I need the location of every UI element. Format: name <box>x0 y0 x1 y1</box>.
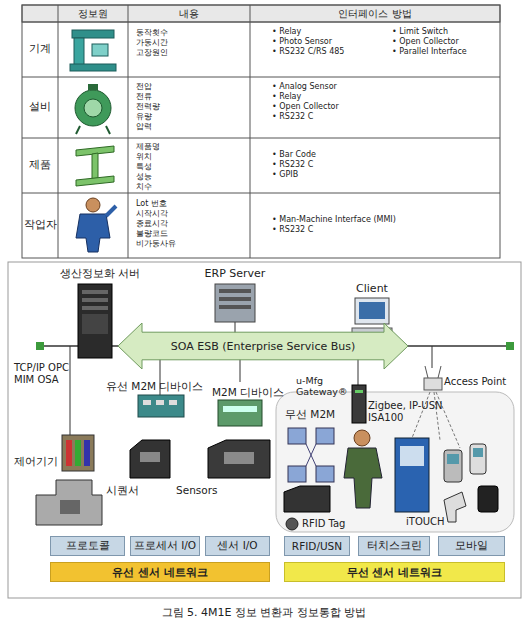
table-cell: 동작횟수 <box>136 28 168 37</box>
table-cell: • GPIB <box>272 170 298 179</box>
table-cell: • Relay <box>272 92 301 101</box>
table-cell: • RS232 C/RS 485 <box>272 47 344 56</box>
product-icon <box>76 146 114 186</box>
table-cell: 특성 <box>136 162 152 171</box>
wired-m2m-device-icon <box>130 395 184 478</box>
protocol-label: TCP/IP OPC MIM OSA <box>14 362 86 385</box>
device-label: 무선 M2M <box>285 408 335 420</box>
table-cell: 종료시각 <box>136 219 168 228</box>
node-text: 프로토콜 <box>66 539 110 553</box>
layer-box: 프로세서 I/O <box>130 536 200 556</box>
table-cell: 압력 <box>136 122 152 131</box>
layer-box: RFID/USN <box>284 536 350 556</box>
row-label: 기계 <box>29 43 51 56</box>
device-label: Sensors <box>176 484 217 496</box>
touch-kiosk-icon <box>395 438 429 512</box>
server-icon <box>78 284 112 358</box>
field-worker-icon <box>344 430 382 508</box>
layer-box: 모바일 <box>438 536 505 556</box>
device-label: Access Point <box>444 376 506 388</box>
table-cell: 제품명 <box>136 142 160 151</box>
table-cell: • Open Collector <box>392 37 459 46</box>
table-cell: • RS232 C <box>272 160 313 169</box>
table-cell: • RS232 C <box>272 225 313 234</box>
device-label: Client <box>356 283 388 296</box>
mobile-icons <box>444 444 498 522</box>
table-cell: • Bar Code <box>272 150 316 159</box>
node-text: 모바일 <box>455 539 488 553</box>
controller-icon <box>36 435 102 525</box>
table-cell: • Open Collector <box>272 102 339 111</box>
figure-caption: 그림 5. 4M1E 정보 변환과 정보통합 방법 <box>162 607 367 620</box>
figure-frame <box>8 262 521 598</box>
table-cell: • Analog Sensor <box>272 82 337 91</box>
table-cell: 성능 <box>136 172 152 181</box>
table-cell: 전력량 <box>136 102 160 111</box>
worker-icon <box>76 198 116 252</box>
row-label: 작업자 <box>24 219 57 232</box>
table-cell: 전류 <box>136 92 152 101</box>
table-cell: 고장원인 <box>136 48 168 57</box>
table-cell: • Photo Sensor <box>272 37 332 46</box>
node-text: 센서 I/O <box>217 539 257 553</box>
table-cell: • Relay <box>272 27 301 36</box>
table-cell: 시작시각 <box>136 209 168 218</box>
rfid-tag-icon <box>286 518 298 530</box>
node-text: 유선 센서 네트워크 <box>112 565 208 580</box>
layer-box: 프로토콜 <box>50 536 125 556</box>
device-label: M2M 디바이스 <box>212 386 284 398</box>
device-label: u-Mfg Gateway® <box>296 376 350 398</box>
table-cell: • Limit Switch <box>392 27 448 36</box>
wireless-region <box>276 392 514 532</box>
device-label: RFID Tag <box>302 518 345 530</box>
machine-icon <box>70 30 116 71</box>
network-band: 유선 센서 네트워크 <box>50 562 270 582</box>
node-text: 무선 센서 네트워크 <box>347 565 443 580</box>
device-label: ERP Server <box>205 268 266 281</box>
erp-server-icon <box>215 284 255 322</box>
access-point-icon <box>424 366 442 390</box>
table-cell: 가동시간 <box>136 38 168 47</box>
header-cell: 정보원 <box>78 8 108 20</box>
table-cell: 비가동사유 <box>136 239 176 248</box>
device-label: 제어기기 <box>14 455 58 467</box>
header-cell: 내용 <box>179 8 199 20</box>
table-cell: 위치 <box>136 152 152 161</box>
layer-box: 터치스크린 <box>358 536 430 556</box>
equipment-icon <box>75 84 111 134</box>
row-label: 설비 <box>29 101 51 114</box>
table-cell: • Parallel Interface <box>392 47 467 56</box>
table-cell: 전압 <box>136 82 152 91</box>
bus-arrow: SOA ESB (Enterprise Service Bus) <box>118 323 408 369</box>
table-grid <box>22 5 500 258</box>
node-text: RFID/USN <box>292 540 342 552</box>
m2m-device-icon <box>208 400 270 478</box>
device-label: 시퀀서 <box>106 484 139 496</box>
table-cell: • RS232 C <box>272 112 313 121</box>
device-label: 생산정보화 서버 <box>60 268 141 281</box>
table-cell: 유량 <box>136 112 152 121</box>
node-text: 프로세서 I/O <box>134 539 196 553</box>
wireless-m2m-icon <box>284 428 334 512</box>
node-text: 터치스크린 <box>367 539 422 553</box>
network-label: Zigbee, IP-USN ISA100 <box>368 400 450 423</box>
row-label: 제품 <box>29 159 51 172</box>
device-label: iTOUCH <box>406 516 445 528</box>
network-band: 무선 센서 네트워크 <box>284 562 505 582</box>
table-cell: • Man-Machine Interface (MMI) <box>272 215 396 224</box>
table-cell: Lot 번호 <box>136 199 167 208</box>
table-cell: 불량코드 <box>136 229 168 238</box>
header-cell: 인터페이스 방법 <box>338 8 411 20</box>
table-cell: 치수 <box>136 182 152 191</box>
device-label: 유선 M2M 디바이스 <box>106 380 203 392</box>
layer-box: 센서 I/O <box>205 536 270 556</box>
gateway-icon <box>352 385 366 423</box>
node-text: SOA ESB (Enterprise Service Bus) <box>171 340 356 353</box>
